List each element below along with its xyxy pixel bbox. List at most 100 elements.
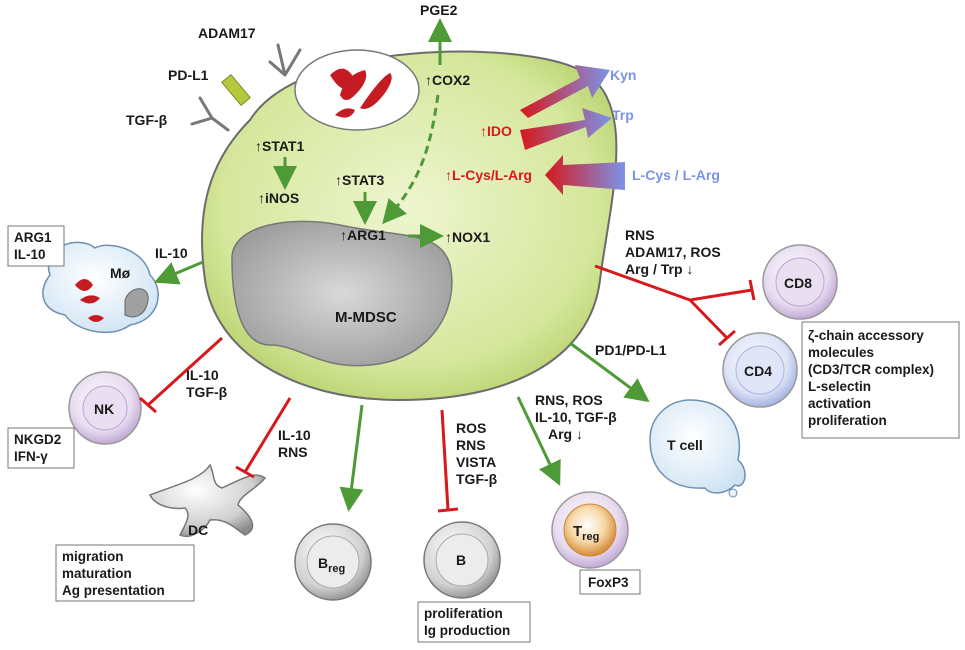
tcell-cell (649, 399, 746, 494)
breg-cell-inner (306, 535, 360, 589)
dc-box (55, 544, 195, 602)
nk-box (7, 427, 75, 469)
cd4-box-line-2: molecules (808, 345, 874, 360)
nk-inhibition-line (139, 336, 224, 414)
dc-label: DC (188, 522, 208, 538)
dc-cell (148, 463, 267, 537)
cd8-signal-line-1: RNS (625, 227, 655, 243)
treg-cell-inner (563, 503, 617, 557)
cd8-signal-line-3: Arg / Trp ↓ (625, 261, 693, 277)
ido-label: ↑IDO (480, 123, 512, 139)
pge2-label: PGE2 (420, 2, 458, 18)
nk-cell-inner (82, 385, 128, 431)
treg-signal-line-2: IL-10, TGF-β (535, 409, 617, 425)
adam17-label: ADAM17 (198, 25, 256, 41)
treg-label-main: T (573, 523, 582, 540)
trp-input-arrow (520, 108, 612, 150)
macrophage-granule-2 (80, 295, 100, 304)
macrophage-box-line-2: IL-10 (14, 247, 46, 262)
macrophage-box (7, 225, 65, 267)
cd4-box-line-1: ζ-chain accessory (808, 328, 924, 343)
nk-signal-line-2: TGF-β (186, 384, 228, 400)
lcys-larg-input-arrow (545, 155, 625, 195)
cd4-box (801, 321, 960, 439)
cd4-cell-inner (735, 345, 785, 395)
nox1-label: ↑NOX1 (445, 229, 490, 245)
macrophage-granule-1 (75, 279, 93, 291)
breg-label-sub: reg (328, 563, 345, 575)
treg-label-sub: reg (582, 531, 599, 543)
treg-box-line-1: FoxP3 (588, 575, 629, 590)
cd4-box-line-5: activation (808, 396, 871, 411)
trp-label: Trp (612, 107, 634, 123)
treg-activation-arrow (516, 396, 561, 486)
cd8-label: CD8 (784, 275, 812, 291)
b-label: B (456, 552, 466, 568)
nk-box-line-2: IFN-γ (14, 449, 48, 464)
dc-inhibition-line (235, 397, 292, 479)
kyn-output-arrow (520, 65, 610, 118)
granule-2 (340, 70, 367, 100)
granule-3 (360, 73, 392, 109)
tgfb-receptor (190, 96, 230, 132)
nk-label: NK (94, 401, 114, 417)
b-box-line-2: Ig production (424, 623, 510, 638)
kyn-label: Kyn (610, 67, 636, 83)
b-inhibition-line (437, 409, 459, 513)
treg-label: Treg (573, 523, 599, 543)
tcell-bleb (728, 488, 738, 498)
treg-signal-line-3: Arg ↓ (548, 426, 583, 442)
b-signal-line-2: RNS (456, 437, 486, 453)
inos-label: ↑iNOS (258, 190, 299, 206)
macrophage-nucleus (124, 288, 149, 318)
breg-label: Breg (318, 555, 345, 575)
nk-box-line-1: NKGD2 (14, 432, 61, 447)
cd8-cd4-inhibition-line (594, 264, 756, 347)
macrophage-label: Mø (110, 265, 131, 281)
tcell-label: T cell (667, 437, 703, 453)
cox2-label: ↑COX2 (425, 72, 470, 88)
dc-box-line-3: Ag presentation (62, 583, 165, 598)
breg-label-main: B (318, 555, 328, 571)
breg-activation-arrow (339, 404, 364, 512)
b-box (417, 601, 531, 643)
stat3-label: ↑STAT3 (335, 172, 384, 188)
cd8-cell-inner (775, 257, 825, 307)
pdl1-label: PD-L1 (168, 67, 209, 83)
b-box-line-1: proliferation (424, 606, 503, 621)
cd4-label: CD4 (744, 363, 772, 379)
granule-4 (335, 108, 355, 118)
macrophage-signal-label: IL-10 (155, 245, 188, 261)
dc-box-line-2: maturation (62, 566, 132, 581)
arg1-label: ↑ARG1 (340, 227, 386, 243)
dc-signal-line-1: IL-10 (278, 427, 311, 443)
cd4-box-line-3: (CD3/TCR complex) (808, 362, 934, 377)
macrophage-granule-3 (88, 315, 104, 322)
nucleus (231, 220, 453, 367)
dc-box-line-1: migration (62, 549, 124, 564)
lcys-larg-label: L-Cys / L-Arg (632, 167, 720, 183)
lcys-larg-uptake-label: ↑L-Cys/L-Arg (445, 167, 532, 183)
pdl1-receptor (221, 73, 251, 107)
tcell-activation-arrow (569, 341, 650, 403)
treg-box (579, 569, 641, 595)
nk-signal-line-1: IL-10 (186, 367, 219, 383)
cd8-signal-line-2: ADAM17, ROS (625, 244, 721, 260)
tcell-signal-label: PD1/PD-L1 (595, 342, 667, 358)
b-cell-inner (435, 533, 489, 587)
macrophage-il10-arrow (153, 260, 204, 285)
cell-name-label: M-MDSC (335, 309, 397, 326)
adam17-receptor (268, 43, 302, 77)
treg-signal-line-1: RNS, ROS (535, 392, 603, 408)
macrophage-box-line-1: ARG1 (14, 230, 52, 245)
tgfb-label: TGF-β (126, 112, 168, 128)
stat1-label: ↑STAT1 (255, 138, 304, 154)
dc-signal-line-2: RNS (278, 444, 308, 460)
cd4-box-line-6: proliferation (808, 413, 887, 428)
b-signal-line-3: VISTA (456, 454, 496, 470)
b-signal-line-1: ROS (456, 420, 486, 436)
b-signal-line-4: TGF-β (456, 471, 498, 487)
cd4-box-line-4: L-selectin (808, 379, 871, 394)
cox2-to-arg1-dashed-arrow (382, 94, 440, 225)
